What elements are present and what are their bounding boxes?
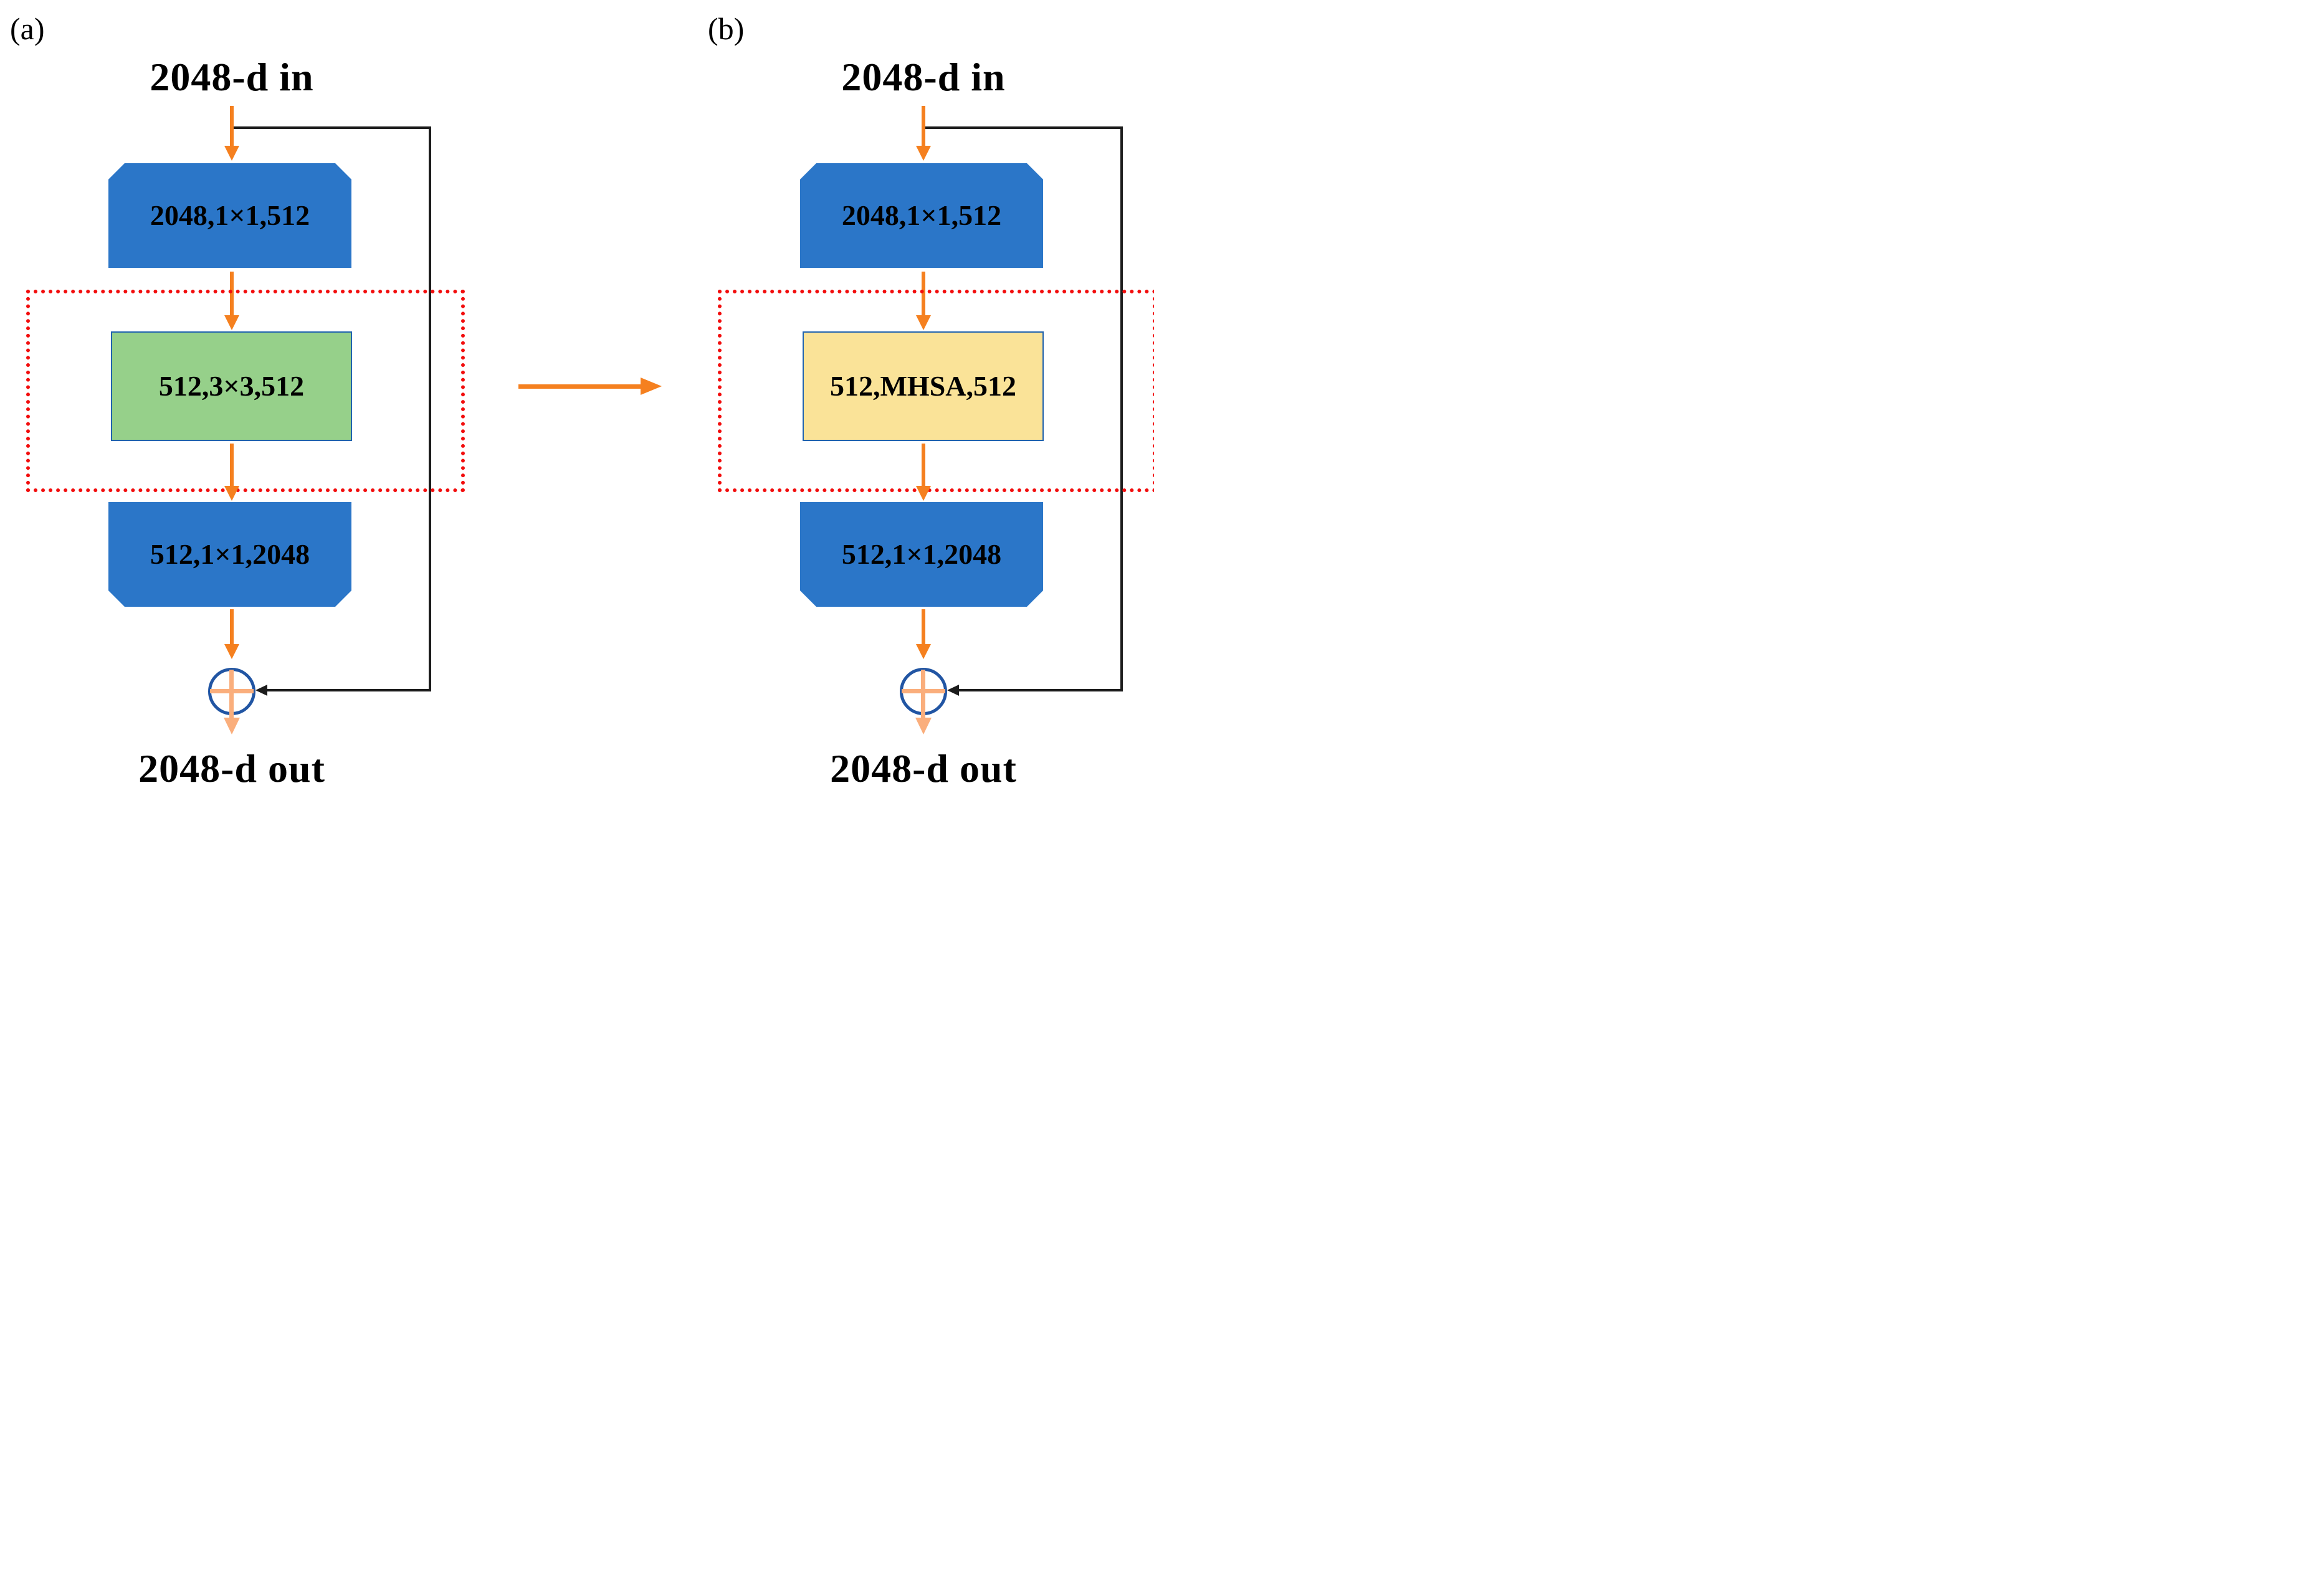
spatial-conv-block: 512,3×3,512	[111, 331, 352, 441]
input-dim-label: 2048-d in	[150, 55, 314, 99]
skip-connection-bottom-line	[267, 689, 431, 691]
conv-expand-block: 512,1×1,2048	[108, 502, 351, 607]
skip-connection-bottom-line	[958, 689, 1123, 691]
mhsa-label: 512,MHSA,512	[830, 370, 1016, 402]
input-arrow-head-icon	[916, 146, 931, 161]
replacement-highlight-box	[718, 290, 1154, 492]
input-arrow-shaft	[230, 106, 234, 146]
skip-connection-arrowhead-icon	[255, 685, 267, 696]
conv-reduce-label: 2048,1×1,512	[841, 199, 1002, 231]
arrow-to-expand-shaft	[230, 444, 234, 486]
output-dim-label: 2048-d out	[138, 746, 325, 791]
panel-a-tag: (a)	[10, 11, 45, 46]
conv-expand-block: 512,1×1,2048	[800, 502, 1043, 607]
panel-a-resnet-block: 2048-d in 2048,1×1,512 512,3×3,512 512,1…	[0, 0, 498, 798]
input-arrow-head-icon	[224, 146, 239, 161]
figure-canvas: (a) (b) 2048-d in 2048,1×1,512 512,3×3,5…	[0, 0, 1154, 798]
mhsa-block: 512,MHSA,512	[803, 331, 1044, 441]
conv-reduce-block: 2048,1×1,512	[108, 163, 351, 268]
arrow-to-mhsa-head-icon	[916, 315, 931, 330]
transform-arrow-head-icon	[641, 378, 662, 395]
skip-connection-top-line	[923, 126, 1122, 129]
arrow-to-spatial-head-icon	[224, 315, 239, 330]
skip-connection-arrowhead-icon	[947, 685, 959, 696]
panel-b-tag: (b)	[708, 11, 745, 46]
conv-expand-label: 512,1×1,2048	[150, 538, 310, 570]
transform-arrow-shaft	[518, 384, 642, 389]
output-dim-label: 2048-d out	[830, 746, 1017, 791]
conv-reduce-block: 2048,1×1,512	[800, 163, 1043, 268]
output-arrow-head-icon	[224, 718, 240, 734]
input-arrow-shaft	[922, 106, 925, 146]
spatial-conv-label: 512,3×3,512	[158, 370, 305, 402]
arrow-to-expand-head-icon	[916, 486, 931, 501]
output-arrow-head-icon	[915, 718, 932, 734]
arrow-to-sum-shaft	[230, 609, 234, 644]
sum-plus-vertical-bar	[921, 670, 925, 718]
arrow-to-sum-head-icon	[224, 644, 239, 659]
arrow-to-sum-head-icon	[916, 644, 931, 659]
skip-connection-top-line	[232, 126, 431, 129]
arrow-to-spatial-shaft	[230, 272, 234, 315]
conv-expand-label: 512,1×1,2048	[841, 538, 1002, 570]
panel-b-mhsa-block: 2048-d in 2048,1×1,512 512,MHSA,512 512,…	[692, 0, 1154, 798]
arrow-to-mhsa-shaft	[922, 272, 925, 315]
arrow-to-expand-head-icon	[224, 486, 239, 501]
arrow-to-sum-shaft	[922, 609, 925, 644]
conv-reduce-label: 2048,1×1,512	[150, 199, 310, 231]
sum-plus-vertical-bar	[229, 670, 234, 718]
input-dim-label: 2048-d in	[841, 55, 1006, 99]
arrow-to-expand-shaft	[922, 444, 925, 486]
replacement-highlight-box	[26, 290, 465, 492]
skip-connection-vertical-line	[429, 126, 431, 691]
skip-connection-vertical-line	[1120, 126, 1123, 691]
